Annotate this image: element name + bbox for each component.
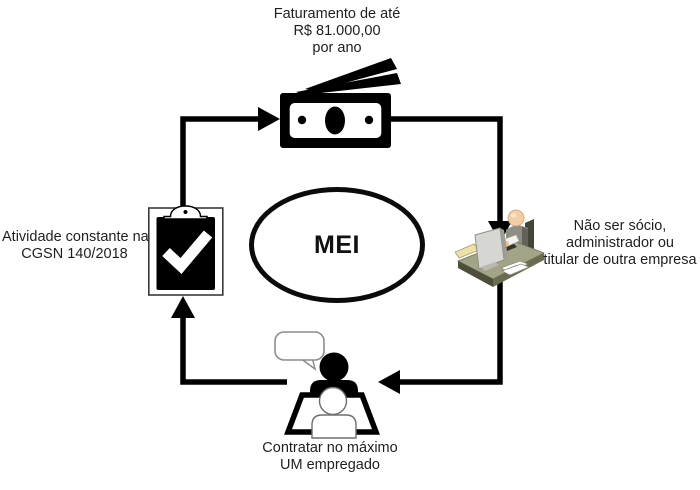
label-line: Não ser sócio, <box>573 218 667 234</box>
center-label: MEI <box>314 230 360 259</box>
label-line: CGSN 140/2018 <box>21 246 128 262</box>
label-line: por ano <box>312 40 362 56</box>
label-line: titular de outra empresa <box>543 252 697 268</box>
label-no-partner: Não ser sócio, administrador ou titular … <box>540 218 700 269</box>
label-activity: Atividade constante na CGSN 140/2018 <box>2 229 149 263</box>
checkmark-icon <box>162 230 213 274</box>
employer-employee-icon <box>274 331 380 439</box>
label-line: R$ 81.000,00 <box>293 23 381 39</box>
label-line: Faturamento de até <box>273 6 401 22</box>
clipboard-check-icon <box>148 205 224 296</box>
office-worker-icon <box>455 209 545 287</box>
person-at-desk <box>455 209 545 287</box>
center-node-mei: MEI <box>249 187 425 303</box>
arrow-line-bottom-to-left <box>180 318 287 385</box>
label-revenue: Faturamento de até R$ 81.000,00 por ano <box>237 6 437 57</box>
arrowhead-left-icon <box>378 370 400 394</box>
label-line: administrador ou <box>566 235 674 251</box>
label-employee: Contratar no máximo UM empregado <box>232 440 428 474</box>
arrowhead-right-icon <box>258 107 280 131</box>
banknotes <box>280 58 401 148</box>
speech-bubble-icon <box>274 331 325 371</box>
label-line: Contratar no máximo <box>262 440 398 456</box>
arrowhead-up-icon <box>171 296 195 318</box>
money-icon <box>280 58 401 148</box>
label-line: Atividade constante na <box>2 229 149 245</box>
arrow-line-left-to-top <box>180 116 258 212</box>
label-line: UM empregado <box>280 457 380 473</box>
